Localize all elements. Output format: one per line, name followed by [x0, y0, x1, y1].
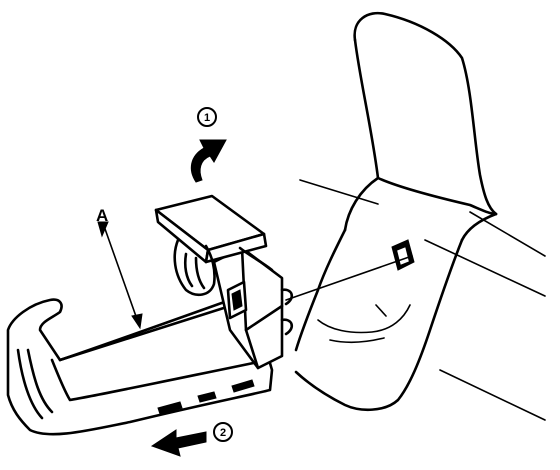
step-1-number: 1	[204, 112, 210, 124]
clip	[154, 194, 274, 297]
body-panel	[294, 11, 546, 421]
step-2-marker: 2	[213, 422, 233, 442]
bracket-a	[6, 246, 294, 436]
step-1-marker: 1	[197, 107, 217, 127]
callout-a-leader	[97, 221, 143, 330]
step-2-arrow	[150, 429, 207, 457]
step-2-number: 2	[220, 427, 226, 439]
alignment-line	[285, 255, 413, 301]
callout-label-a: A	[96, 206, 108, 225]
step-1-arrow	[190, 139, 227, 183]
